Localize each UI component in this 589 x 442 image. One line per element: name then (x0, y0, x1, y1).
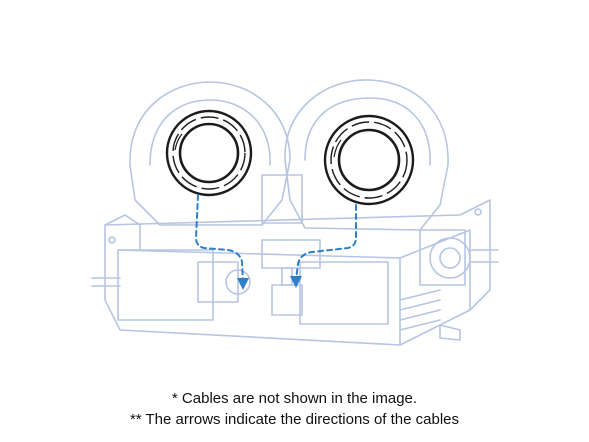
right-housing-arch (284, 79, 449, 231)
left-motor-cap (197, 261, 239, 303)
right-arrow-path (295, 204, 357, 281)
left-arrow-path (194, 194, 244, 283)
left-motor (117, 249, 214, 321)
front-tab (439, 324, 461, 341)
right-cap (419, 229, 466, 286)
right-motor (299, 261, 389, 325)
arrowheads (237, 276, 302, 290)
housing-bridge (261, 174, 303, 224)
heatsink-fins (399, 289, 441, 331)
right-gear (429, 237, 471, 279)
left-housing-inner (149, 99, 271, 166)
left-housing-arch (129, 81, 291, 226)
left-bracket (104, 214, 141, 251)
left-motor-hub (225, 269, 251, 295)
left-lens (165, 109, 253, 197)
right-arrowhead (290, 276, 302, 288)
right-gear-inner (439, 247, 461, 269)
screw-right (474, 208, 482, 216)
base-edge (399, 229, 471, 311)
left-arrowhead (237, 278, 249, 290)
camera-module-diagram (91, 79, 499, 346)
right-lens (323, 114, 415, 206)
footnote-cables: * Cables are not shown in the image. (171, 390, 418, 407)
footnote-arrows: ** The arrows indicate the directions of… (129, 411, 460, 428)
cable-direction-arrows (194, 194, 357, 283)
device-line-art (91, 79, 499, 346)
center-plug (271, 284, 303, 316)
footnotes: * Cables are not shown in the image. ** … (0, 388, 589, 430)
right-housing-inner (304, 97, 431, 166)
base-front (117, 249, 401, 346)
screw-left (108, 236, 116, 244)
